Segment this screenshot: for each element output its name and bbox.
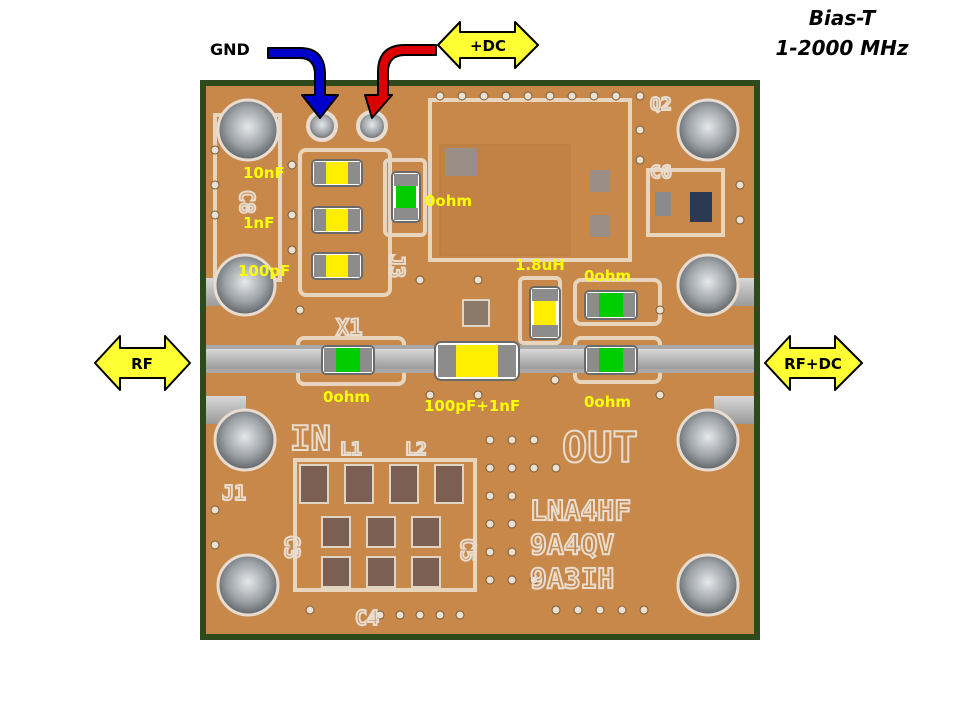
capacitor-10nf	[311, 159, 363, 187]
label-1nf: 1nF	[243, 214, 274, 232]
via-holes-misc	[210, 91, 745, 550]
smd-components	[311, 159, 638, 381]
dc-arrow-icon	[364, 44, 437, 119]
silk-callsign-1: 9A4QV	[530, 528, 614, 561]
rf-out-arrow-icon	[764, 335, 863, 391]
silk-j1: J1	[222, 481, 246, 505]
resistor-0ohm-right-bottom	[584, 345, 638, 375]
silk-c8: C8	[235, 190, 259, 214]
silk-c5: C5	[456, 538, 480, 562]
mount-hole-top-right	[676, 98, 740, 162]
silk-x1: X1	[336, 316, 363, 341]
mount-hole-mid-left-upper	[213, 253, 277, 317]
silk-q2: Q2	[650, 94, 672, 115]
label-0ohm-top: 0ohm	[425, 192, 472, 210]
via-row-top	[435, 91, 621, 101]
mount-hole-mid-right-lower	[676, 408, 740, 472]
silk-l1: L1	[340, 439, 362, 460]
label-0ohm-right-top: 0ohm	[584, 267, 631, 285]
capacitor-100pf	[311, 252, 363, 280]
gnd-label: GND	[210, 40, 250, 59]
label-100pf: 100pF	[238, 262, 290, 280]
q2-pad-1	[445, 148, 477, 176]
silk-callsign-2: 9A3IH	[530, 562, 614, 595]
silk-in: IN	[290, 419, 331, 459]
dc-double-arrow-icon	[437, 21, 539, 69]
inductor-1-8uh	[529, 286, 561, 340]
label-0ohm-right-bottom: 0ohm	[584, 393, 631, 411]
silk-l2: L2	[405, 439, 427, 460]
mount-hole-bottom-left	[216, 553, 280, 617]
x1-pad	[462, 299, 490, 327]
gnd-indicator: GND	[210, 40, 339, 119]
c6-pad-right	[690, 192, 712, 222]
mount-hole-bottom-right	[676, 553, 740, 617]
label-100pf-1nf: 100pF+1nF	[424, 397, 520, 415]
label-10nf: 10nF	[243, 164, 285, 182]
resistor-0ohm-left	[321, 345, 375, 375]
silk-board-name: LNA4HF	[530, 494, 631, 527]
label-0ohm-left: 0ohm	[323, 388, 370, 406]
via-grid-lower	[305, 435, 649, 620]
resistor-0ohm-top	[391, 171, 421, 223]
mount-hole-mid-right-upper	[676, 253, 740, 317]
label-1-8uh: 1.8uH	[515, 256, 565, 274]
gnd-arrow-icon	[267, 47, 339, 119]
rf-in-label: RF	[131, 355, 153, 373]
rf-out-label: RF+DC	[784, 355, 842, 373]
silk-j3: J3	[385, 254, 409, 278]
dc-label: +DC	[470, 37, 506, 55]
unpopulated-pads	[299, 464, 464, 588]
diagram-title: Bias-T 1-2000 MHz	[775, 6, 908, 60]
title-line-2: 1-2000 MHz	[775, 36, 908, 60]
resistor-0ohm-right-top	[584, 290, 638, 320]
q2-pad-3	[590, 215, 610, 237]
silk-c3: C3	[280, 535, 304, 559]
capacitor-1nf	[311, 206, 363, 234]
silk-c4: C4	[355, 606, 379, 630]
c6-pad-left	[655, 192, 671, 216]
title-line-1: Bias-T	[809, 6, 877, 30]
q2-pad-2	[590, 170, 610, 192]
rf-in-indicator: RF	[94, 335, 191, 391]
mount-hole-top-left	[216, 98, 280, 162]
dc-indicator: +DC	[364, 21, 539, 119]
silk-c6: C6	[650, 162, 672, 183]
rf-out-indicator: RF+DC	[764, 335, 863, 391]
mount-hole-mid-left-lower	[213, 408, 277, 472]
silkscreen: IN OUT LNA4HF 9A4QV 9A3IH C8 C6 J3 X1 L1…	[221, 93, 673, 631]
rf-in-arrow-icon	[94, 335, 191, 391]
silk-out: OUT	[562, 423, 638, 472]
component-labels: 10nF 1nF 100pF 0ohm 1.8uH 0ohm 0ohm 100p…	[238, 164, 631, 415]
capacitor-100pf-1nf	[434, 341, 520, 381]
